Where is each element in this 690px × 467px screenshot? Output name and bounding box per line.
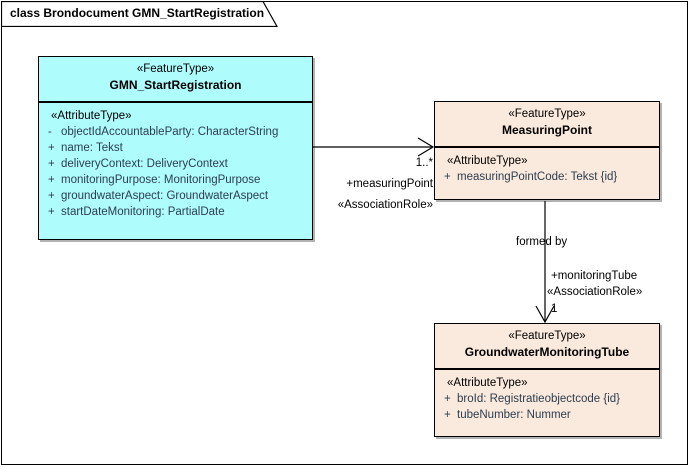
attribute-visibility: + — [48, 206, 55, 218]
attribute-row: + tubeNumber: Nummer — [439, 407, 655, 423]
diagram-title: class Brondocument GMN_StartRegistration — [10, 6, 265, 20]
class-name-gmn: GMN_StartRegistration — [109, 78, 242, 92]
attribute-visibility: + — [444, 409, 451, 421]
attribute-visibility: + — [48, 174, 55, 186]
class-name-measuringpoint: MeasuringPoint — [501, 123, 592, 137]
attribute-visibility: + — [48, 190, 55, 202]
association-role-measuringpoint: +measuringPoint — [346, 178, 433, 190]
association-multiplicity-monitoringtube: 1 — [551, 303, 558, 315]
attribute-row: + name: Tekst — [43, 140, 308, 156]
association-multiplicity-measuringpoint: 1..* — [415, 157, 433, 169]
association-role-monitoringtube: +monitoringTube — [551, 270, 638, 282]
class-attributes-measuringpoint: «AttributeType» + measuringPointCode: Te… — [435, 148, 659, 189]
class-attributes-tube: «AttributeType» + broId: Registratieobje… — [435, 370, 659, 427]
title-tab-shape — [1, 1, 278, 27]
attribute-signature: groundwaterAspect: GroundwaterAspect — [61, 190, 269, 202]
attribute-signature: name: Tekst — [61, 142, 123, 154]
class-box-gmn-startregistration[interactable]: «FeatureType» GMN_StartRegistration «Att… — [38, 56, 313, 240]
attribute-visibility: + — [444, 393, 451, 405]
attribute-compartment-stereotype-measuringpoint: «AttributeType» — [447, 155, 528, 167]
attribute-signature: objectIdAccountableParty: CharacterStrin… — [61, 126, 279, 138]
attribute-visibility: + — [48, 158, 55, 170]
class-box-groundwatermonitoringtube[interactable]: «FeatureType» GroundwaterMonitoringTube … — [434, 323, 660, 437]
attribute-signature: tubeNumber: Nummer — [457, 409, 571, 421]
association-stereotype-monitoringtube: «AssociationRole» — [547, 286, 643, 298]
attribute-signature: startDateMonitoring: PartialDate — [61, 206, 225, 218]
class-header-gmn: «FeatureType» GMN_StartRegistration — [39, 57, 312, 103]
class-stereotype-tube: «FeatureType» — [508, 330, 586, 342]
attribute-row: + broId: Registratieobjectcode {id} — [439, 391, 655, 407]
diagram-title-tab: class Brondocument GMN_StartRegistration — [1, 1, 279, 27]
attribute-compartment-stereotype-gmn: «AttributeType» — [51, 110, 132, 122]
attribute-signature: monitoringPurpose: MonitoringPurpose — [61, 174, 261, 186]
association-stereotype-measuringpoint: «AssociationRole» — [337, 199, 433, 211]
attribute-visibility: + — [48, 142, 55, 154]
class-stereotype-measuringpoint: «FeatureType» — [508, 108, 586, 120]
class-stereotype-gmn: «FeatureType» — [136, 63, 215, 75]
class-header-tube: «FeatureType» GroundwaterMonitoringTube — [435, 324, 659, 370]
attribute-row: + measuringPointCode: Tekst {id} — [439, 169, 655, 185]
class-attributes-gmn: «AttributeType» - objectIdAccountablePar… — [39, 103, 312, 224]
attribute-compartment-stereotype-tube: «AttributeType» — [447, 377, 528, 389]
class-header-measuringpoint: «FeatureType» MeasuringPoint — [435, 102, 659, 148]
attribute-row: + deliveryContext: DeliveryContext — [43, 156, 308, 172]
attribute-signature: broId: Registratieobjectcode {id} — [457, 393, 621, 405]
attribute-signature: measuringPointCode: Tekst {id} — [457, 171, 618, 183]
attribute-row: + groundwaterAspect: GroundwaterAspect — [43, 188, 308, 204]
attribute-row: + startDateMonitoring: PartialDate — [43, 204, 308, 220]
class-box-measuringpoint[interactable]: «FeatureType» MeasuringPoint «AttributeT… — [434, 101, 660, 200]
attribute-visibility: + — [444, 171, 451, 183]
attribute-row: + monitoringPurpose: MonitoringPurpose — [43, 172, 308, 188]
attribute-visibility: - — [48, 126, 52, 138]
class-name-tube: GroundwaterMonitoringTube — [464, 345, 630, 359]
attribute-signature: deliveryContext: DeliveryContext — [61, 158, 228, 170]
attribute-row: - objectIdAccountableParty: CharacterStr… — [43, 124, 308, 140]
association-name-formed-by: formed by — [516, 236, 568, 248]
